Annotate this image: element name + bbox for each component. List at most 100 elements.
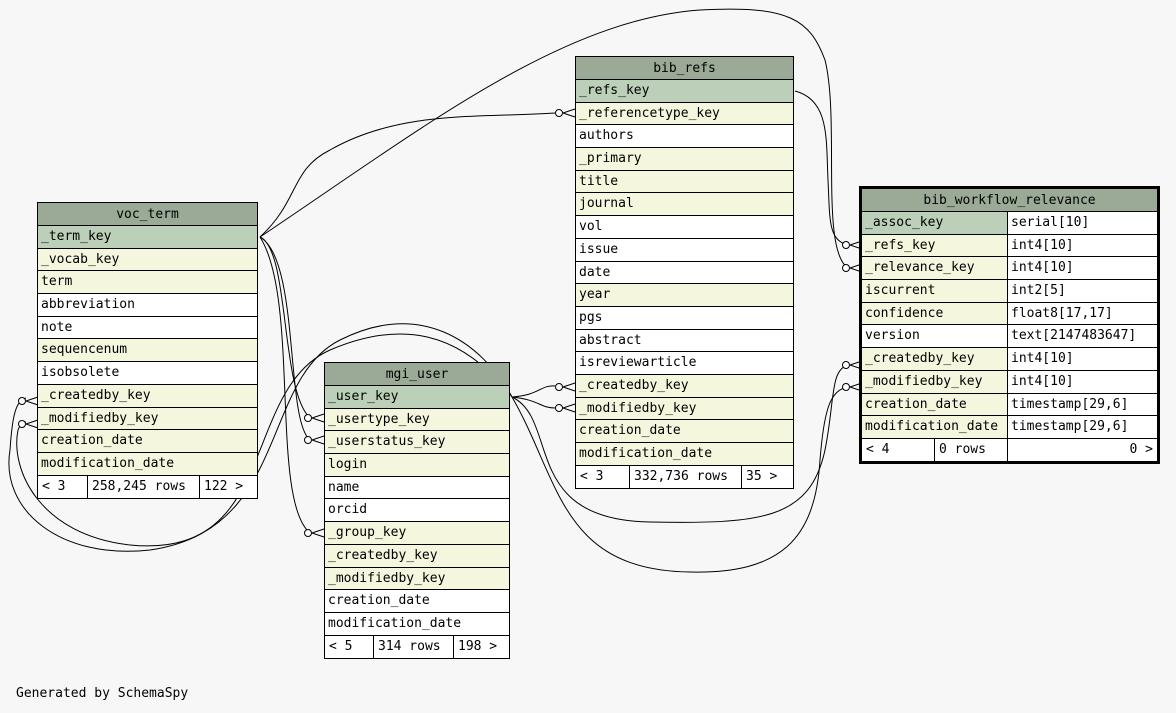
parents-link[interactable]: < 5 bbox=[325, 635, 374, 658]
children-link[interactable]: 122 > bbox=[204, 478, 244, 494]
column-type: int4[10] bbox=[1008, 348, 1157, 370]
column-row[interactable]: orcid bbox=[325, 499, 509, 523]
parents-link[interactable]: < 4 bbox=[862, 438, 935, 461]
column-row[interactable]: issue bbox=[576, 238, 793, 262]
column-row[interactable]: _vocab_key bbox=[38, 248, 257, 272]
column-type: float8[17,17] bbox=[1008, 302, 1157, 325]
column-row[interactable]: _modifiedby_key bbox=[38, 407, 257, 431]
table-title[interactable]: voc_term bbox=[38, 203, 257, 226]
column-row[interactable]: modification_date bbox=[38, 452, 257, 476]
column-row[interactable]: title bbox=[576, 170, 793, 194]
edge-voc-createdby bbox=[8, 323, 513, 552]
column-name: _relevance_key bbox=[862, 257, 1008, 280]
column-name: creation_date bbox=[862, 393, 1008, 416]
column-row[interactable]: modification_date bbox=[325, 612, 509, 636]
column-type: int2[5] bbox=[1008, 280, 1157, 302]
column-name: iscurrent bbox=[862, 280, 1008, 302]
table-footer: < 3 332,736 rows 35 > bbox=[576, 465, 793, 488]
column-row[interactable]: isobsolete bbox=[38, 362, 257, 385]
column-row[interactable]: vol bbox=[576, 216, 793, 239]
column-row[interactable]: sequencenum bbox=[38, 339, 257, 363]
table-title[interactable]: bib_workflow_relevance bbox=[862, 189, 1157, 212]
column-row[interactable]: _refs_key bbox=[576, 80, 793, 103]
children-link[interactable]: 0 > bbox=[1129, 441, 1153, 457]
parents-link[interactable]: < 3 bbox=[576, 465, 630, 488]
edge-refs-modifiedby bbox=[511, 396, 556, 409]
column-row[interactable]: note bbox=[38, 316, 257, 340]
column-row[interactable]: _term_key bbox=[38, 226, 257, 249]
column-row[interactable]: term bbox=[38, 271, 257, 295]
column-row[interactable]: abbreviation bbox=[38, 294, 257, 317]
column-row[interactable]: creation_date bbox=[325, 590, 509, 613]
column-row[interactable]: _group_key bbox=[325, 522, 509, 545]
table-voc-term[interactable]: voc_term _term_key _vocab_key term abbre… bbox=[37, 202, 258, 499]
column-row[interactable]: pgs bbox=[576, 306, 793, 330]
column-row[interactable]: abstract bbox=[576, 329, 793, 353]
children-link[interactable]: 198 > bbox=[458, 638, 498, 654]
column-row[interactable]: login bbox=[325, 454, 509, 477]
column-name: _assoc_key bbox=[862, 212, 1008, 234]
edge-bwr-createdby bbox=[511, 364, 849, 523]
column-type: serial[10] bbox=[1008, 212, 1157, 234]
column-type: int4[10] bbox=[1008, 257, 1157, 280]
column-name: confidence bbox=[862, 302, 1008, 325]
column-row[interactable]: modification_date bbox=[576, 443, 793, 466]
table-title[interactable]: bib_refs bbox=[576, 57, 793, 80]
column-row[interactable]: creation_date bbox=[38, 430, 257, 453]
column-row[interactable]: authors bbox=[576, 125, 793, 149]
generated-by-footer: Generated by SchemaSpy bbox=[16, 686, 189, 701]
table-footer: < 4 0 rows 0 > bbox=[862, 438, 1157, 461]
column-row[interactable]: year bbox=[576, 284, 793, 307]
column-name: modification_date bbox=[862, 416, 1008, 438]
table-title[interactable]: mgi_user bbox=[325, 363, 509, 386]
column-row[interactable]: _modifiedby_key bbox=[325, 567, 509, 591]
row-count: 258,245 rows bbox=[88, 475, 200, 498]
column-row[interactable]: journal bbox=[576, 193, 793, 217]
column-row[interactable]: _userstatus_key bbox=[325, 431, 509, 455]
row-count: 314 rows bbox=[374, 635, 454, 658]
column-type: text[2147483647] bbox=[1008, 325, 1157, 348]
edge-group bbox=[259, 236, 311, 534]
parents-link[interactable]: < 3 bbox=[38, 475, 88, 498]
edge-refs-createdby bbox=[511, 385, 556, 398]
column-type: int4[10] bbox=[1008, 370, 1157, 393]
column-row[interactable]: _createdby_key bbox=[325, 544, 509, 568]
column-row[interactable]: _user_key bbox=[325, 386, 509, 409]
column-row[interactable]: _primary bbox=[576, 148, 793, 171]
column-row[interactable]: _createdby_key bbox=[38, 384, 257, 408]
column-row[interactable]: creation_date bbox=[576, 420, 793, 443]
column-type: timestamp[29,6] bbox=[1008, 416, 1157, 438]
row-count: 0 rows bbox=[935, 438, 1008, 461]
column-row[interactable]: isreviewarticle bbox=[576, 352, 793, 375]
row-count: 332,736 rows bbox=[630, 465, 742, 488]
column-type: timestamp[29,6] bbox=[1008, 393, 1157, 416]
column-row[interactable]: _referencetype_key bbox=[576, 102, 793, 126]
edge-voc-modifiedby bbox=[16, 333, 513, 547]
column-name: version bbox=[862, 325, 1008, 348]
edge-relevance bbox=[259, 8, 849, 269]
column-row[interactable]: _usertype_key bbox=[325, 408, 509, 432]
column-row[interactable]: _modifiedby_key bbox=[576, 397, 793, 421]
table-bib-refs[interactable]: bib_refs _refs_key _referencetype_key au… bbox=[575, 56, 794, 489]
edge-refs bbox=[794, 90, 849, 246]
children-link[interactable]: 35 > bbox=[746, 468, 778, 484]
column-row[interactable]: name bbox=[325, 476, 509, 500]
column-row[interactable]: date bbox=[576, 261, 793, 285]
table-footer: < 3 258,245 rows 122 > bbox=[38, 475, 257, 498]
table-mgi-user[interactable]: mgi_user _user_key _usertype_key _userst… bbox=[324, 362, 510, 659]
column-row[interactable]: _createdby_key bbox=[576, 374, 793, 398]
table-footer: < 5 314 rows 198 > bbox=[325, 635, 509, 658]
column-name: _refs_key bbox=[862, 234, 1008, 257]
